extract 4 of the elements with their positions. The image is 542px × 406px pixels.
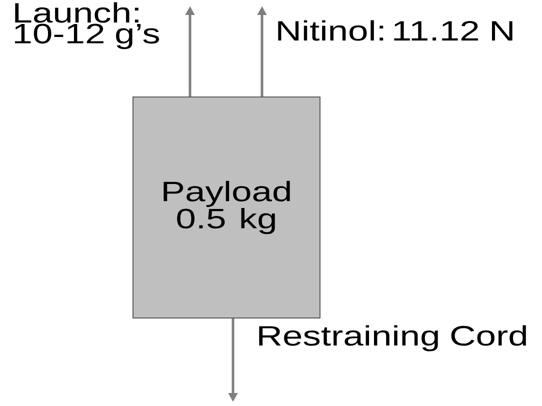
force-label: Restraining Cord (259, 325, 526, 352)
force-label: Launch: 10-12 g’s (14, 2, 160, 50)
payload-box: Payload 0.5 kg (132, 96, 320, 318)
force-label: Nitinol: 11.12 N (278, 20, 512, 41)
